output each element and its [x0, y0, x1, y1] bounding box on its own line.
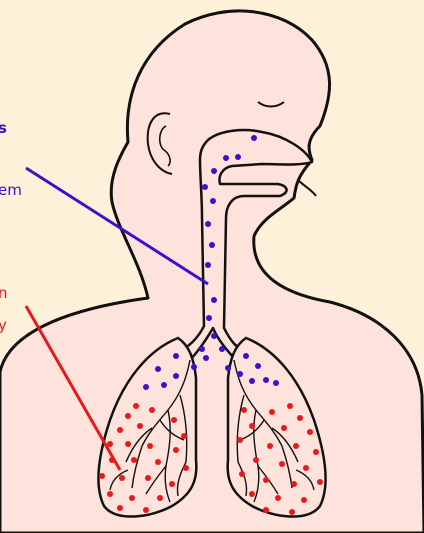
upper-tract-label-line1: s: [0, 118, 7, 138]
upper-tract-label-line2: em: [0, 180, 22, 200]
lower-tract-label-line2: y: [0, 315, 7, 335]
lower-tract-label-line1: n: [0, 283, 8, 303]
mouth: [298, 180, 316, 196]
